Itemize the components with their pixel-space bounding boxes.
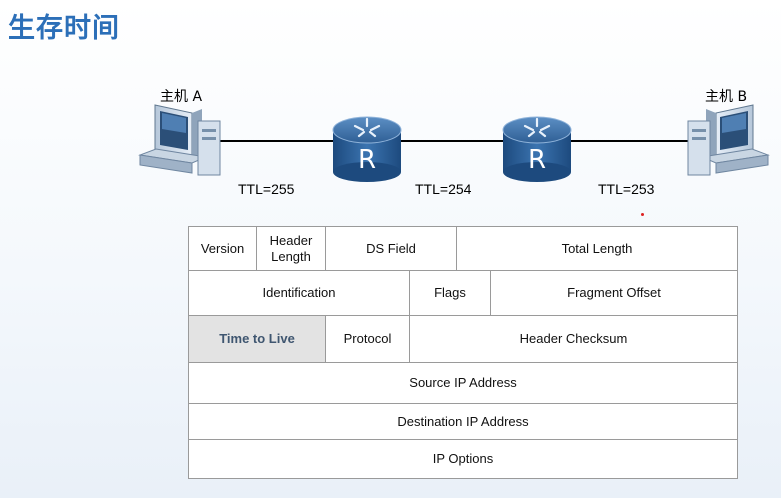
field-fragment-offset: Fragment Offset — [490, 270, 738, 316]
table-row: Identification Flags Fragment Offset — [188, 270, 738, 316]
field-destination-ip: Destination IP Address — [188, 403, 738, 440]
field-time-to-live: Time to Live — [188, 315, 326, 363]
field-total-length: Total Length — [456, 226, 738, 271]
computer-icon — [687, 104, 770, 176]
table-row: Source IP Address — [188, 362, 738, 404]
svg-text:R: R — [528, 145, 546, 175]
field-header-checksum: Header Checksum — [409, 315, 738, 363]
table-row: IP Options — [188, 439, 738, 479]
ttl-label: TTL=255 — [238, 181, 295, 197]
field-ip-options: IP Options — [188, 439, 738, 479]
field-flags: Flags — [409, 270, 491, 316]
router-icon: R — [502, 116, 572, 182]
field-identification: Identification — [188, 270, 410, 316]
page-title: 生存时间 — [8, 13, 120, 44]
computer-icon — [138, 104, 221, 176]
host-b-label: 主机 B — [705, 89, 748, 105]
field-protocol: Protocol — [325, 315, 410, 363]
table-row: Version Header Length DS Field Total Len… — [188, 226, 738, 271]
host-a-label: 主机 A — [160, 89, 203, 105]
svg-text:R: R — [358, 145, 376, 175]
ttl-label: TTL=254 — [415, 181, 472, 197]
red-marker — [641, 213, 644, 216]
ttl-label: TTL=253 — [598, 181, 655, 197]
field-source-ip: Source IP Address — [188, 362, 738, 404]
field-ds-field: DS Field — [325, 226, 457, 271]
field-version: Version — [188, 226, 257, 271]
network-topology: R R — [138, 104, 770, 182]
table-row: Time to Live Protocol Header Checksum — [188, 315, 738, 363]
ip-header-table: Version Header Length DS Field Total Len… — [188, 226, 738, 479]
table-row: Destination IP Address — [188, 403, 738, 440]
field-header-length: Header Length — [256, 226, 326, 271]
router-icon: R — [332, 116, 402, 182]
